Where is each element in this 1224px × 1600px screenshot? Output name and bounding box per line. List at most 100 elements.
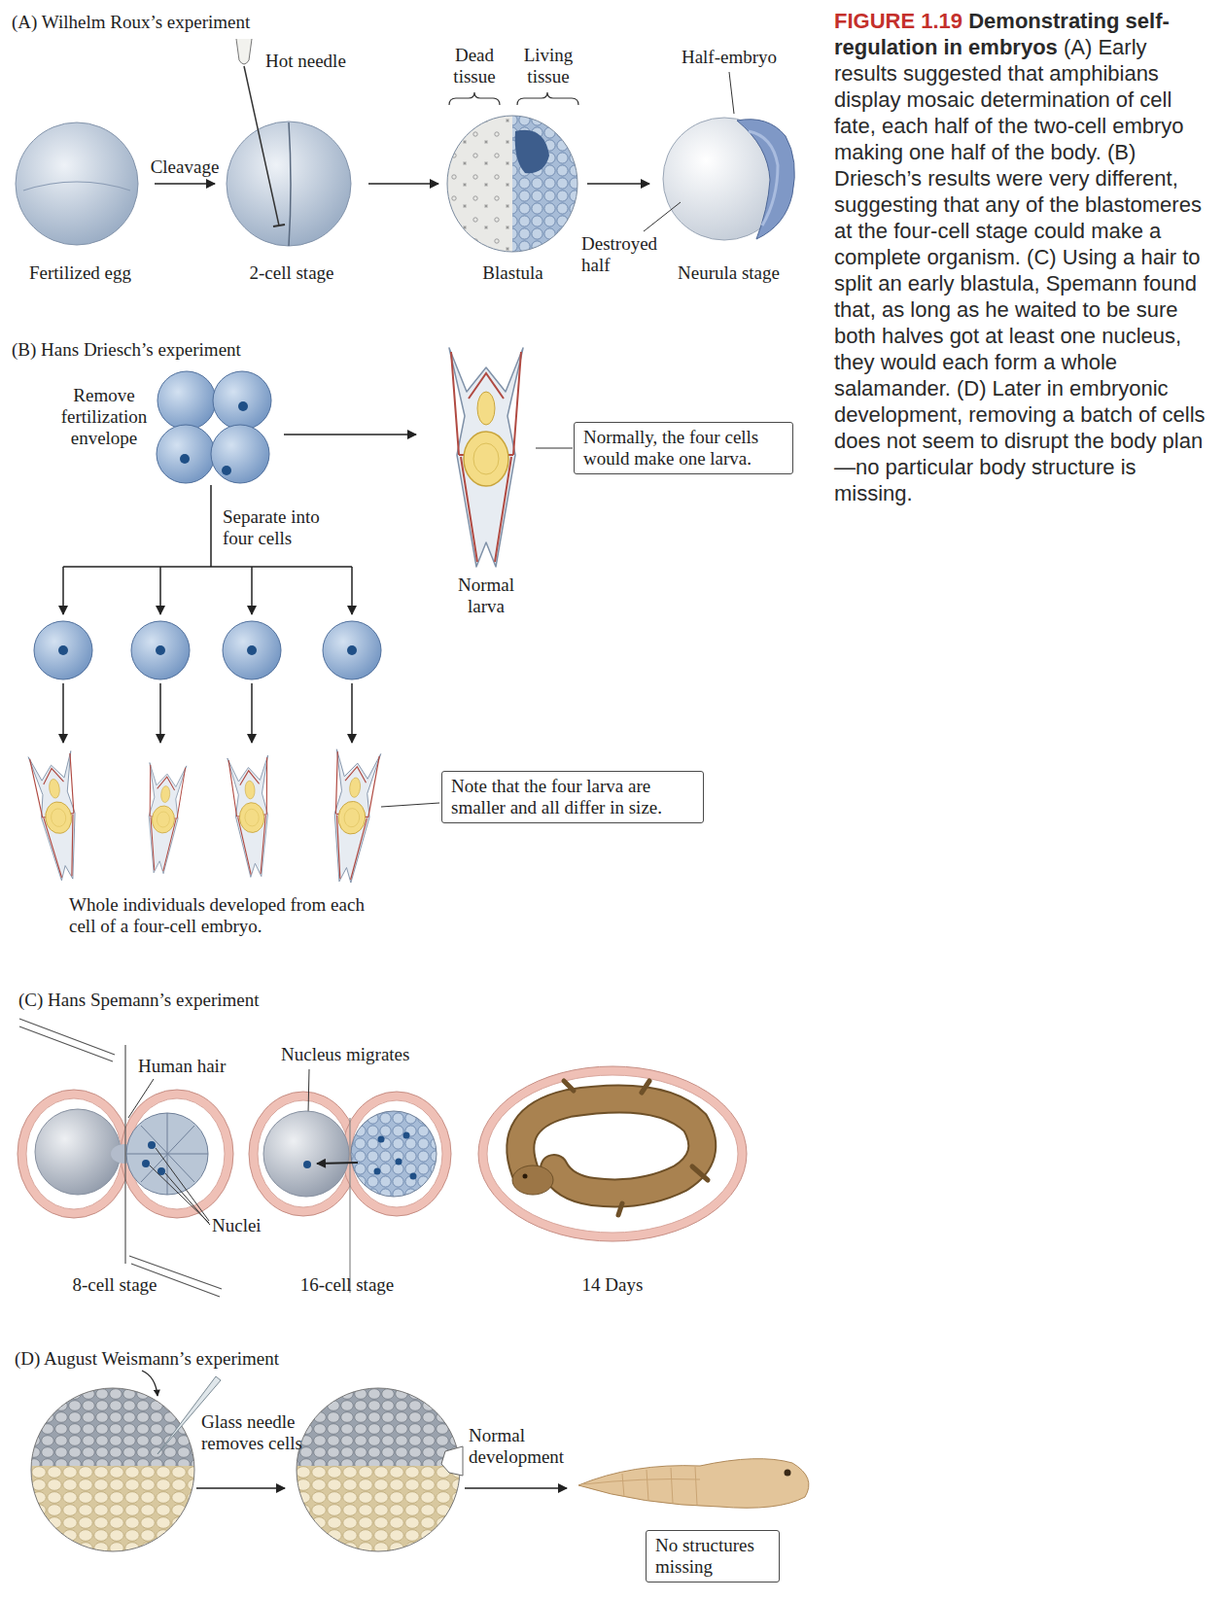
salamander — [512, 1081, 708, 1216]
leader-line — [128, 1079, 154, 1119]
hot-needle — [244, 66, 280, 226]
part-label: Nucleus migrates — [280, 1044, 447, 1066]
separated-cell — [222, 621, 281, 680]
blastula — [447, 115, 578, 252]
leader-line — [643, 202, 681, 232]
edge-label: Cleavage — [148, 156, 222, 178]
callout-text: Normally, the four cells would make one … — [583, 426, 784, 470]
bracket — [517, 92, 579, 105]
eight-cell-embryo — [147, 1141, 156, 1150]
callout-text: Note that the four larva are smaller and… — [451, 775, 695, 819]
label-holder: 2-cell stage — [218, 262, 365, 284]
part-label: Nuclei — [211, 1215, 290, 1237]
sixteen-cell-embryo — [349, 1118, 350, 1294]
sixteen-cell-embryo — [263, 1111, 437, 1294]
vitelline-ring — [248, 1091, 358, 1217]
callout-box: No structures missing — [645, 1530, 780, 1583]
panel-title: (A) Wilhelm Roux’s experiment — [11, 11, 382, 34]
vitelline-ring — [350, 1100, 443, 1208]
stage-figure: 2-cell stage — [218, 116, 365, 284]
blastula — [512, 115, 578, 252]
stage-label: Blastula — [442, 262, 584, 284]
blastula — [296, 1388, 460, 1552]
callout-box: Note that the four larva are smaller and… — [441, 770, 704, 824]
arrow — [159, 566, 162, 615]
salamander — [563, 1081, 708, 1216]
larva — [28, 751, 89, 883]
arrow — [159, 683, 162, 743]
four-cell-embryo — [238, 401, 248, 412]
vitelline-ring — [342, 1091, 452, 1217]
blastula — [31, 1388, 195, 1467]
fertilized-egg — [23, 181, 131, 191]
larva — [139, 763, 187, 875]
arrow — [62, 683, 65, 743]
eight-cell-embryo — [141, 1159, 150, 1168]
two-cell-embryo — [226, 121, 351, 246]
figure-number: FIGURE 1.19 — [834, 8, 963, 34]
leader-line — [643, 71, 735, 232]
sixteen-cell-embryo — [378, 1136, 385, 1144]
four-cell-embryo — [179, 454, 190, 464]
blastula — [296, 1466, 460, 1552]
stage-label: Neurula stage — [653, 262, 805, 284]
stage-figure: Blastula — [442, 116, 584, 284]
tadpole — [578, 1459, 809, 1509]
vitelline-ring — [26, 1098, 122, 1210]
stage-label: 16-cell stage — [279, 1274, 416, 1296]
blastula — [515, 130, 550, 174]
figure-caption: FIGURE 1.19Demonstrating self-regulation… — [834, 7, 1216, 507]
hot-needle — [236, 38, 252, 65]
step-label: Remove fertilization envelope — [48, 384, 161, 450]
blastula — [296, 1466, 460, 1552]
bracket — [449, 92, 579, 105]
larva-figure: Normal larva — [437, 342, 535, 618]
blastula — [447, 115, 513, 252]
fertilized-egg — [15, 122, 139, 245]
bracket — [449, 92, 500, 105]
separated-cell — [246, 645, 257, 656]
sixteen-cell-embryo — [374, 1168, 382, 1176]
vitelline-ring — [257, 1100, 350, 1208]
part-label: Destroyed half — [581, 233, 664, 277]
sixteen-cell-embryo — [395, 1158, 403, 1166]
sixteen-cell-embryo — [403, 1132, 411, 1140]
arrow — [350, 566, 353, 615]
arrow — [464, 1487, 567, 1490]
leader-line — [381, 803, 440, 807]
eight-cell-embryo — [34, 1109, 209, 1195]
neurula — [663, 117, 795, 241]
salamander — [512, 1165, 554, 1195]
stage-figure: Neurula stage — [653, 116, 805, 284]
neurula — [736, 119, 795, 240]
arrow-connector — [368, 182, 439, 185]
caption-text: (A) Early results suggested that amphibi… — [834, 34, 1206, 506]
four-cell-embryo — [221, 465, 232, 476]
arrow — [196, 1487, 285, 1490]
separated-cell — [34, 621, 382, 680]
arrow-connector — [587, 182, 650, 185]
tadpole — [578, 1459, 809, 1509]
label-holder: Neurula stage — [653, 262, 805, 284]
part-label: Living tissue — [516, 44, 581, 88]
part-label: Half-embryo — [670, 46, 788, 69]
panel-title: (C) Hans Spemann’s experiment — [18, 989, 388, 1012]
fertilized-egg — [15, 122, 139, 245]
label-holder: Blastula — [442, 262, 584, 284]
blastula — [31, 1388, 195, 1552]
sixteen-cell-embryo — [316, 1162, 358, 1164]
blastula — [512, 115, 578, 252]
callout-box: Normally, the four cells would make one … — [573, 421, 794, 475]
four-cell-embryo — [210, 424, 270, 484]
blastula — [31, 1388, 463, 1552]
glass-needle — [141, 1370, 158, 1397]
part-label: Dead tissue — [444, 44, 505, 88]
stage-label: 8-cell stage — [46, 1274, 183, 1296]
sixteen-cell-embryo — [263, 1111, 350, 1197]
part-label: Hot needle — [265, 50, 373, 72]
blastula — [31, 1466, 195, 1552]
panel-title: (D) August Weismann’s experiment — [14, 1348, 404, 1370]
larva — [227, 755, 277, 878]
step-label: Normal development — [468, 1425, 591, 1469]
four-cell-embryo — [156, 424, 215, 484]
